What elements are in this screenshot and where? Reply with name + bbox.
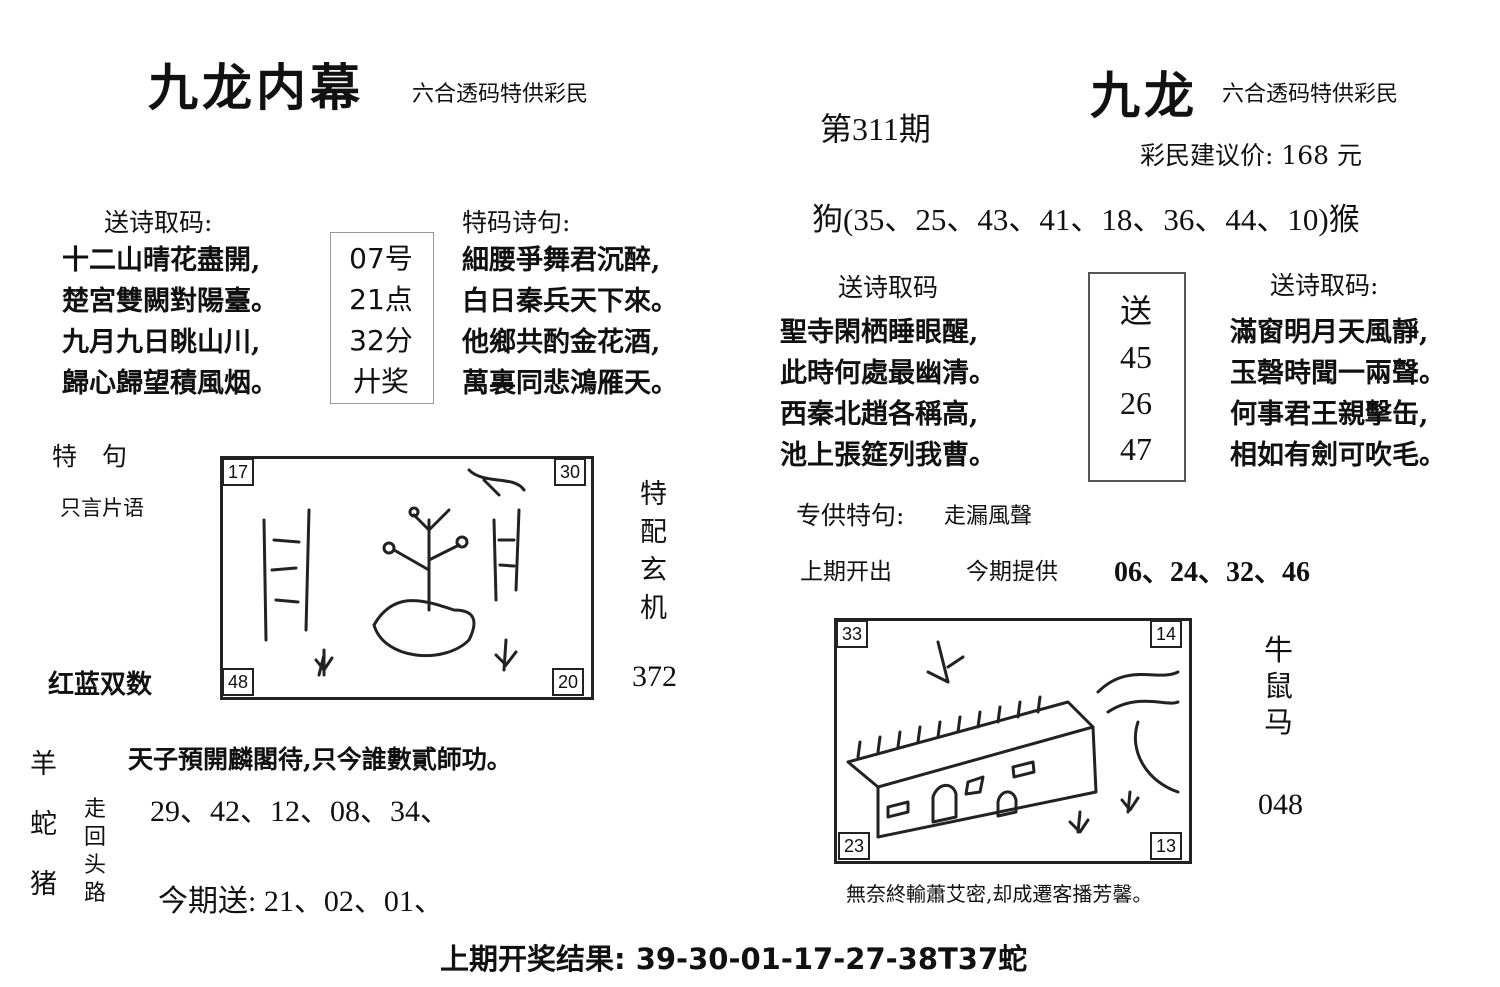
side-char: 玄 bbox=[640, 555, 667, 586]
corner-number: 20 bbox=[552, 668, 585, 696]
side-char: 鼠 bbox=[1264, 669, 1294, 703]
left-title: 九龙内幕 bbox=[148, 58, 364, 117]
corner-number: 17 bbox=[222, 458, 255, 486]
draw-info-line: 07号 bbox=[349, 242, 413, 275]
right-poem1: 聖寺閑栖睡眼醒, 此時何處最幽清。 西秦北趙各稱高, 池上張筵列我曹。 bbox=[780, 312, 996, 476]
right-title: 九龙 bbox=[1090, 66, 1198, 125]
right-picture-frame bbox=[834, 618, 1192, 864]
corner-number: 13 bbox=[1150, 832, 1183, 860]
issue-number: 第311期 bbox=[820, 111, 931, 147]
left-poem2: 細腰爭舞君沉醉, 白日秦兵天下來。 他鄉共酌金花酒, 萬裏同悲鴻雁天。 bbox=[462, 240, 678, 404]
left-poem1-heading: 送诗取码: bbox=[104, 208, 213, 237]
provide-label: 今期提供 bbox=[966, 559, 1058, 585]
poem-line: 細腰爭舞君沉醉, bbox=[462, 245, 661, 276]
today-send: 今期送: 21、02、01、 bbox=[158, 885, 444, 918]
last-issue-label: 上期开出 bbox=[800, 559, 892, 585]
left-poem1: 十二山晴花盡開, 楚宮雙闕對陽臺。 九月九日眺山川, 歸心歸望積風烟。 bbox=[62, 240, 278, 404]
tejv-label: 特 句 bbox=[52, 442, 128, 471]
walk-char: 回 bbox=[84, 825, 107, 850]
poem-line: 聖寺閑栖睡眼醒, bbox=[780, 317, 979, 348]
zodiac-vertical: 羊 蛇 猪 bbox=[30, 744, 57, 906]
left-picture-frame bbox=[220, 456, 594, 700]
right-subtitle: 六合透码特供彩民 bbox=[1222, 82, 1399, 107]
right-poem2-heading: 送诗取码: bbox=[1270, 271, 1379, 300]
corner-number: 14 bbox=[1150, 620, 1183, 648]
left-side-vertical: 特 配 玄 机 bbox=[640, 476, 667, 628]
poem-line: 他鄉共酌金花酒, bbox=[462, 327, 661, 358]
right-side-vertical: 牛 鼠 马 bbox=[1264, 632, 1293, 740]
poem-line: 玉磬時聞一兩聲。 bbox=[1230, 358, 1446, 389]
poem-line: 此時何處最幽清。 bbox=[780, 358, 996, 389]
left-poem-line: 天子預開麟閣待,只今誰數貳師功。 bbox=[128, 745, 512, 774]
side-char: 配 bbox=[640, 517, 667, 548]
poem-line: 歸心歸望積風烟。 bbox=[62, 368, 278, 399]
price: 彩民建议价: 168 元 bbox=[1140, 141, 1363, 170]
tejv-text: 只言片语 bbox=[60, 496, 144, 520]
walk-back-vertical: 走 回 头 路 bbox=[84, 796, 106, 908]
poem-line: 滿窗明月天風靜, bbox=[1230, 317, 1429, 348]
special-text: 走漏風聲 bbox=[944, 504, 1033, 529]
poem-line: 楚宮雙闕對陽臺。 bbox=[62, 286, 278, 317]
zodiac-char: 羊 bbox=[30, 749, 57, 780]
side-char: 机 bbox=[640, 593, 667, 624]
corner-number: 33 bbox=[836, 620, 869, 648]
draw-info-box bbox=[330, 232, 434, 404]
draw-info-line: 21点 bbox=[349, 283, 413, 316]
left-poem2-heading: 特码诗句: bbox=[462, 208, 571, 237]
special-label: 专供特句: bbox=[796, 501, 905, 530]
send-box-line: 送 bbox=[1119, 293, 1152, 329]
right-poem2: 滿窗明月天風靜, 玉磬時聞一兩聲。 何事君王親擊缶, 相如有劍可吹毛。 bbox=[1230, 312, 1446, 476]
numbers-row: 29、42、12、08、34、 bbox=[150, 795, 450, 828]
corner-number: 23 bbox=[838, 832, 871, 860]
send-box-content: 送 45 26 47 bbox=[1092, 288, 1180, 472]
poem-line: 何事君王親擊缶, bbox=[1230, 399, 1429, 430]
poem-line: 十二山晴花盡開, bbox=[62, 245, 261, 276]
side-char: 特 bbox=[640, 479, 667, 510]
poem-line: 西秦北趙各稱高, bbox=[780, 399, 979, 430]
provide-numbers: 06、24、32、46 bbox=[1114, 557, 1311, 588]
side-char: 马 bbox=[1264, 705, 1294, 739]
draw-info-line: 32分 bbox=[349, 324, 413, 357]
right-caption: 無奈終輸蕭艾密,却成遷客播芳馨。 bbox=[846, 882, 1153, 906]
walk-char: 路 bbox=[84, 881, 107, 906]
right-side-number: 048 bbox=[1258, 788, 1303, 821]
right-poem1-heading: 送诗取码 bbox=[838, 273, 939, 302]
hongland-label: 红蓝双数 bbox=[48, 670, 153, 700]
dog-monkey-numbers: 狗(35、25、43、41、18、36、44、10)猴 bbox=[812, 202, 1360, 237]
walk-char: 走 bbox=[84, 797, 107, 822]
side-char: 牛 bbox=[1264, 633, 1294, 667]
draw-info: 07号 21点 32分 廾奖 bbox=[340, 238, 422, 402]
right-sketch-image bbox=[846, 640, 1180, 839]
poem-line: 九月九日眺山川, bbox=[62, 327, 261, 358]
send-box-line: 45 bbox=[1120, 339, 1152, 375]
last-draw-result: 上期开奖结果: 39-30-01-17-27-38T37蛇 bbox=[440, 942, 1028, 976]
poem-line: 相如有劍可吹毛。 bbox=[1230, 440, 1446, 471]
corner-number: 48 bbox=[222, 668, 255, 696]
send-box-line: 47 bbox=[1120, 431, 1152, 467]
walk-char: 头 bbox=[84, 853, 107, 878]
send-box-line: 26 bbox=[1120, 385, 1152, 421]
left-subtitle: 六合透码特供彩民 bbox=[412, 82, 589, 107]
send-box bbox=[1088, 272, 1186, 482]
left-side-number: 372 bbox=[632, 660, 677, 693]
corner-number: 30 bbox=[554, 458, 587, 486]
poem-line: 萬裏同悲鴻雁天。 bbox=[462, 368, 678, 399]
draw-info-line: 廾奖 bbox=[352, 365, 409, 398]
left-sketch-image bbox=[262, 468, 526, 677]
poem-line: 白日秦兵天下來。 bbox=[462, 286, 678, 317]
zodiac-char: 蛇 bbox=[30, 809, 57, 840]
zodiac-char: 猪 bbox=[30, 869, 57, 900]
poem-line: 池上張筵列我曹。 bbox=[780, 440, 996, 471]
